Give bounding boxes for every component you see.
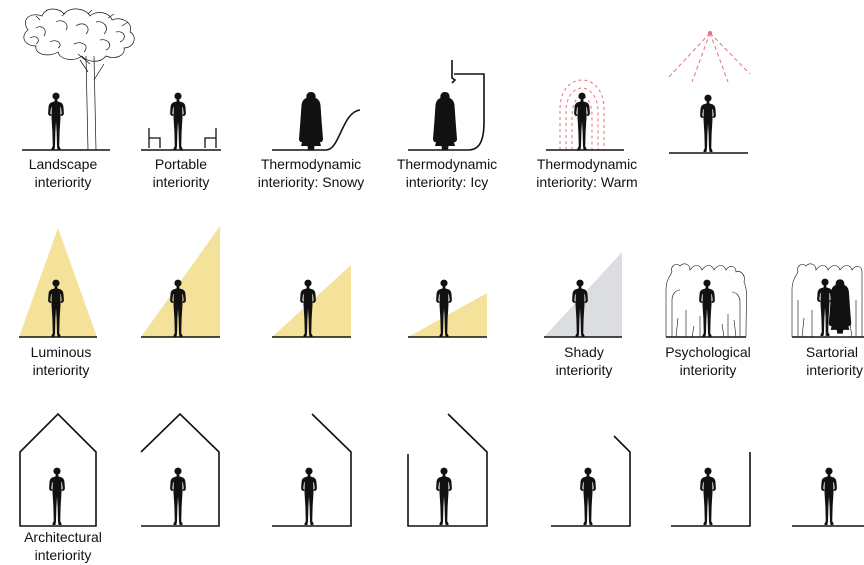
caption-landscape: Landscape interiority [0,155,133,191]
standing-woman-silhouette-icon [574,92,590,151]
caption-line: interiority: Warm [536,174,638,190]
caption-icy: Thermodynamic interiority: Icy [377,155,517,191]
chair-icon [204,128,217,149]
standing-woman-silhouette-icon [170,467,186,526]
standing-woman-silhouette-icon [48,92,64,151]
caption-line: interiority [32,362,90,378]
wall-corner [671,452,751,527]
house-fragment [551,435,631,527]
coat-figure-icon [828,279,852,334]
caption-line: interiority: Icy [405,174,489,190]
house-open-roof [407,413,488,527]
house-outline-icon [19,412,97,527]
landscape-interiority [22,8,135,151]
tree-outline-icon [23,8,135,151]
sun-ray-icon [667,32,751,83]
caption-line: Thermodynamic [396,156,498,172]
sartorial-interiority [791,263,864,338]
coat-figure-icon [433,92,457,150]
caption-line: interiority [34,174,92,190]
caption-snowy: Thermodynamic interiority: Snowy [241,155,381,191]
light-steep [141,226,220,338]
light-medium [272,265,351,338]
caption-line: interiority [679,362,737,378]
house-open-left [140,412,220,527]
caption-shady: Shady interiority [514,343,654,379]
architectural-interiority [19,412,97,527]
caption-luminous: Luminous interiority [0,343,131,379]
light-low [408,279,487,338]
house-outline-icon [272,413,352,527]
caption-line: Architectural [24,529,102,545]
sun-interiority [667,31,751,154]
house-outline-icon [671,452,751,527]
caption-sartorial: Sartorial interiority [758,343,864,379]
luminous-interiority [19,228,97,338]
house-outline-icon [551,435,631,527]
caption-line: Sartorial [805,344,858,360]
psychological-interiority [665,263,747,338]
caption-line: interiority: Snowy [257,174,365,190]
caption-line: Landscape [28,156,98,172]
heat-aura [559,79,605,150]
crowd-outline-icon [791,263,863,338]
standing-woman-silhouette-icon [49,467,65,526]
caption-line: Thermodynamic [260,156,362,172]
caption-line: Shady [564,344,604,360]
shady-interiority [544,252,622,338]
caption-line: Portable [154,156,208,172]
icy-interiority [408,60,485,151]
caption-line: Psychological [665,344,751,360]
caption-line: interiority [806,362,863,378]
chair-icon [148,128,161,149]
caption-line: interiority [555,362,613,378]
standing-woman-silhouette-icon [700,94,716,153]
caption-line: Luminous [30,344,92,360]
standing-woman-silhouette-icon [301,467,317,526]
snowy-interiority [272,92,361,151]
caption-line: interiority [152,174,210,190]
portable-interiority [141,92,221,151]
caption-warm: Thermodynamic interiority: Warm [517,155,657,191]
house-outline-icon [407,413,488,527]
caption-portable: Portable interiority [111,155,251,191]
standing-woman-silhouette-icon [700,467,716,526]
coat-figure-icon [299,92,323,150]
house-half-roof [272,413,352,527]
standing-woman-silhouette-icon [170,92,186,151]
house-outline-icon [140,412,220,527]
caption-psychological: Psychological interiority [638,343,778,379]
warm-interiority [546,79,624,151]
crowd-outline-icon [665,263,747,338]
caption-architectural: Architectural interiority [0,528,133,564]
caption-line: interiority [34,547,92,563]
standing-woman-silhouette-icon [580,467,596,526]
standing-woman-silhouette-icon [821,467,837,526]
standing-woman-silhouette-icon [699,279,715,338]
standing-woman-silhouette-icon [436,467,452,526]
caption-line: Thermodynamic [536,156,638,172]
